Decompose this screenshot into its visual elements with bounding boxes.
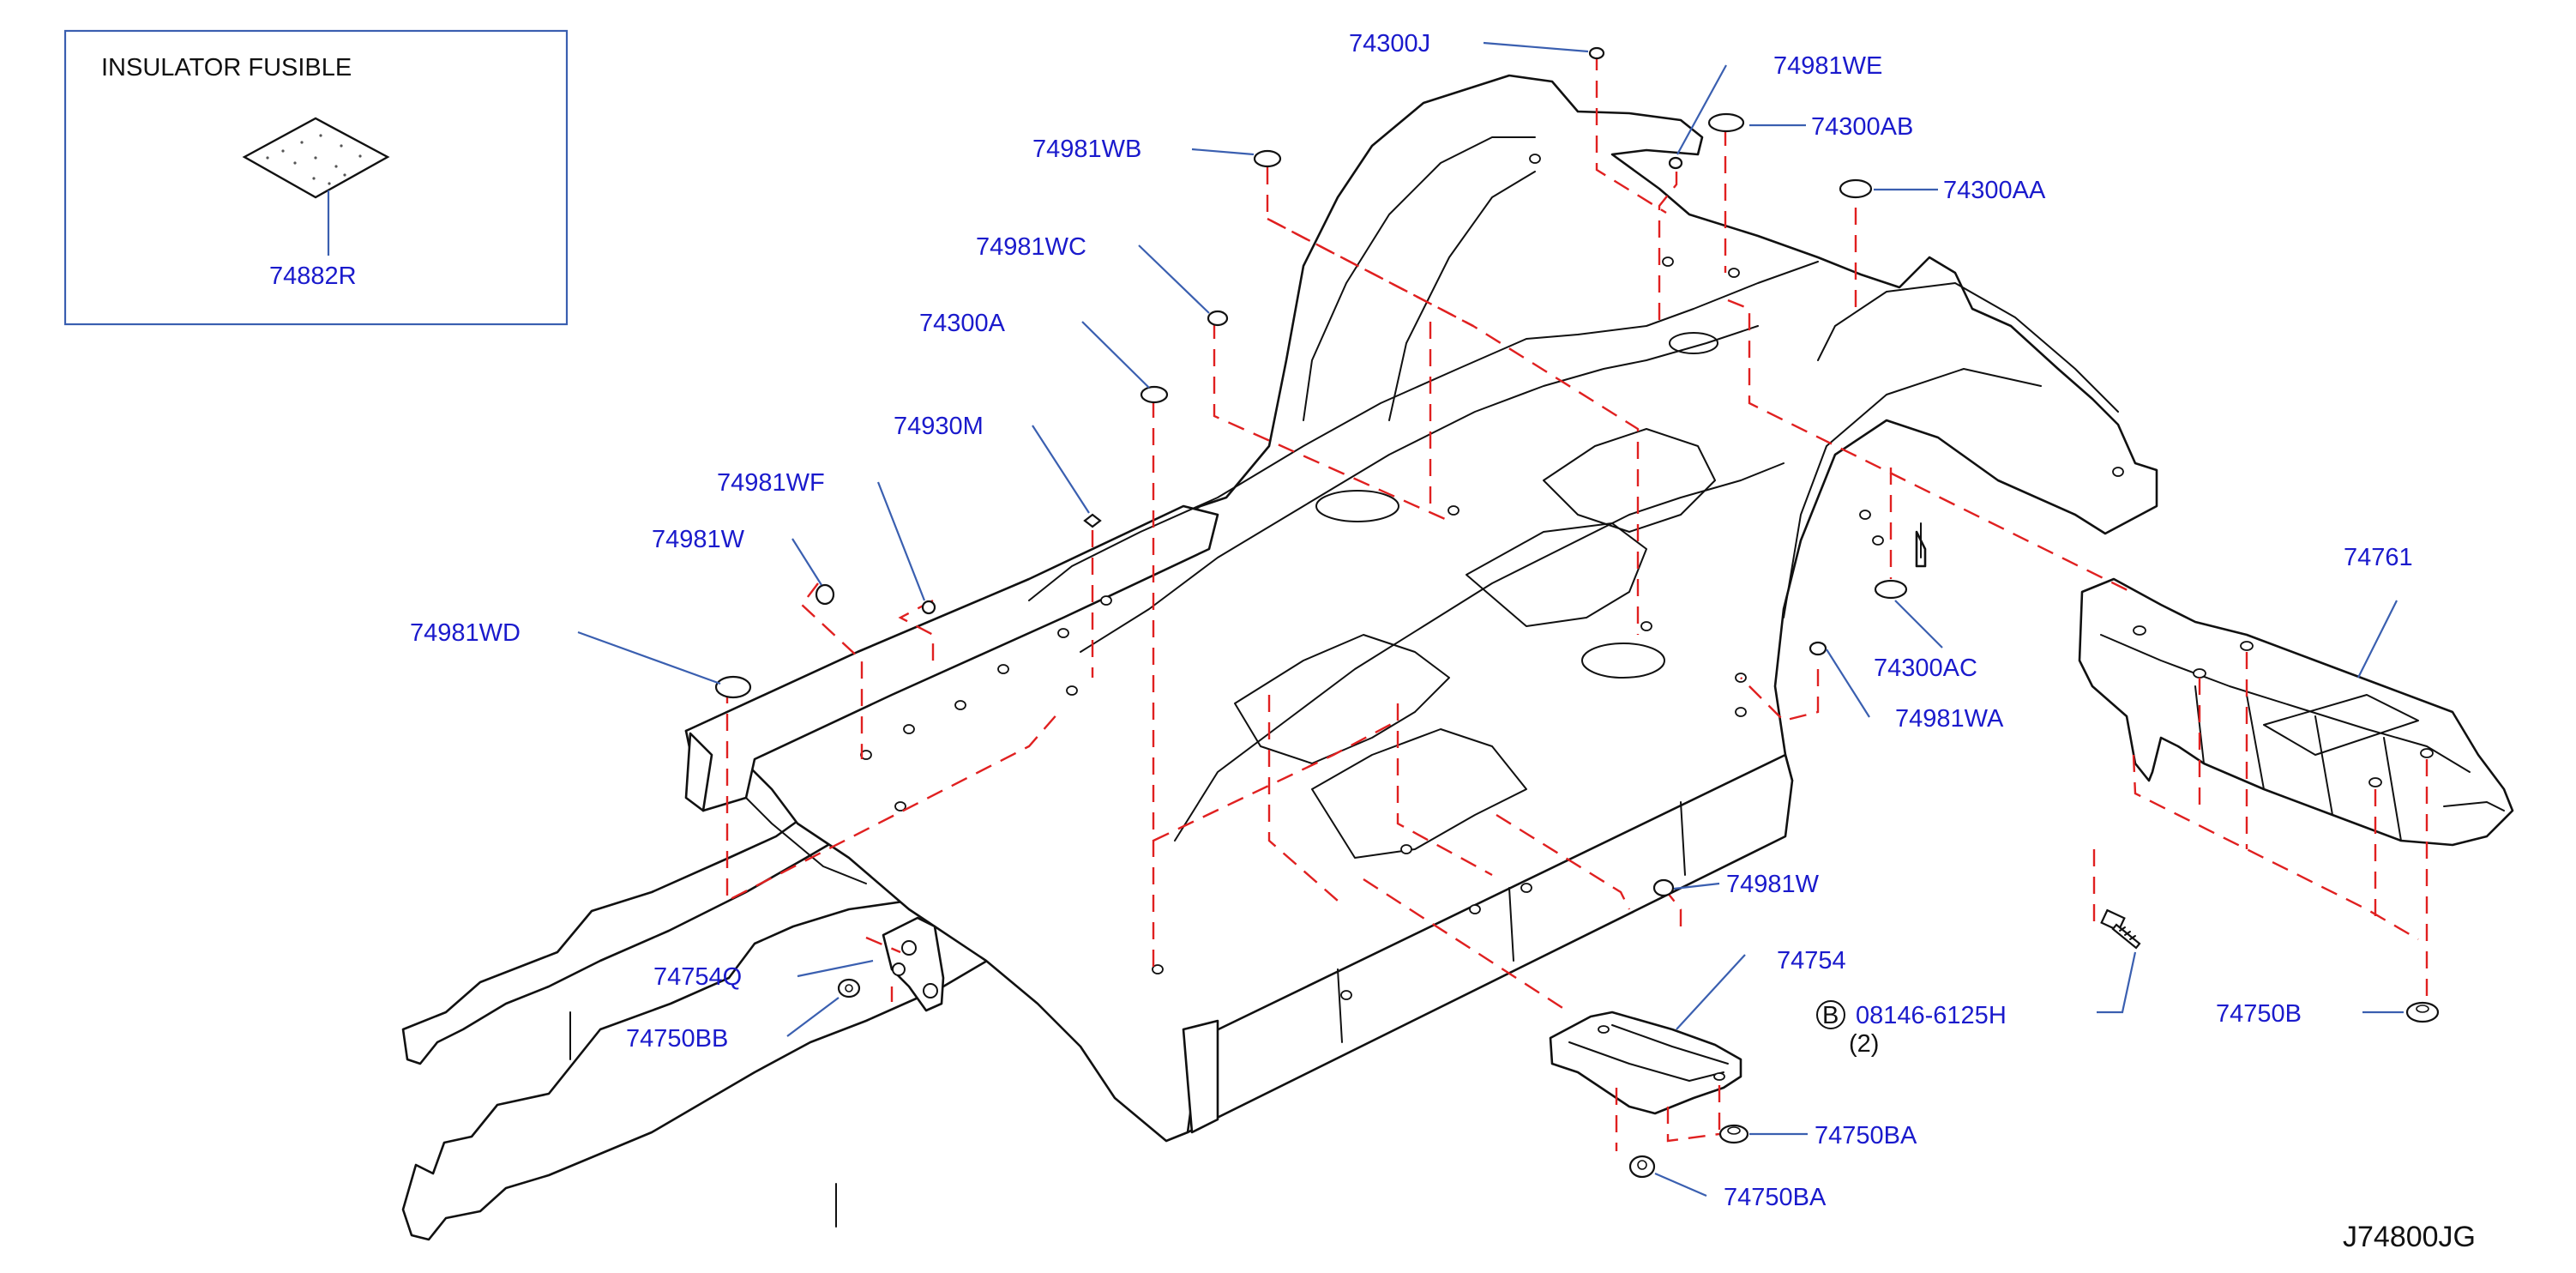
plug-74300A-icon bbox=[1140, 385, 1169, 404]
part-label-74981WC[interactable]: 74981WC bbox=[976, 233, 1086, 261]
vehicle-floor-panel bbox=[401, 74, 2158, 1241]
callout-labels: 74300J 74981WE 74300AB 74981WB 74300AA 7… bbox=[410, 30, 2476, 1253]
bracket-74754Q bbox=[882, 916, 945, 1012]
part-label-74754[interactable]: 74754 bbox=[1777, 947, 1846, 974]
inset-panel: INSULATOR FUSIBLE 74882R bbox=[63, 29, 569, 326]
fusible-insulator-icon bbox=[242, 117, 390, 199]
part-label-74754Q[interactable]: 74754Q bbox=[653, 963, 742, 991]
plug-74981W-top-icon bbox=[815, 583, 835, 606]
inset-title: INSULATOR FUSIBLE bbox=[101, 54, 352, 81]
plug-74930M-icon bbox=[1083, 513, 1102, 528]
part-label-74981W-right[interactable]: 74981W bbox=[1726, 871, 1820, 898]
plug-74981WB-icon bbox=[1253, 149, 1282, 168]
part-label-74300AA[interactable]: 74300AA bbox=[1943, 177, 2046, 204]
part-label-74300J[interactable]: 74300J bbox=[1349, 30, 1430, 57]
plug-74300AA-icon bbox=[1839, 178, 1873, 199]
part-label-74750BA-upper[interactable]: 74750BA bbox=[1815, 1122, 1917, 1149]
clip-74750B-icon bbox=[2405, 1001, 2440, 1023]
plug-74981WC-icon bbox=[1207, 310, 1229, 327]
part-label-74750BA-lower[interactable]: 74750BA bbox=[1724, 1184, 1827, 1211]
part-label-74981WB[interactable]: 74981WB bbox=[1032, 136, 1141, 163]
part-label-08146-6125H[interactable]: 08146-6125H bbox=[1856, 1002, 2007, 1029]
assembly-lines bbox=[725, 53, 2429, 1151]
part-label-74981WD[interactable]: 74981WD bbox=[410, 619, 521, 647]
plug-74300J-icon bbox=[1588, 46, 1605, 60]
part-label-74981W-top[interactable]: 74981W bbox=[652, 526, 745, 553]
plug-74981WF-icon bbox=[921, 600, 936, 615]
under-cover-74761 bbox=[2078, 577, 2514, 847]
part-label-74930M[interactable]: 74930M bbox=[894, 413, 984, 440]
bolt-quantity: (2) bbox=[1849, 1030, 1879, 1058]
plug-74300AB-icon bbox=[1707, 112, 1745, 133]
part-label-74882R[interactable]: 74882R bbox=[269, 262, 357, 290]
plug-74981WE-icon bbox=[1668, 156, 1683, 170]
clip-74750BA-upper-icon bbox=[1718, 1124, 1749, 1144]
clip-74750BB-icon bbox=[837, 978, 861, 998]
diagram-code: J74800JG bbox=[2343, 1221, 2476, 1253]
part-label-74761[interactable]: 74761 bbox=[2344, 544, 2413, 571]
part-label-74750B[interactable]: 74750B bbox=[2216, 1000, 2302, 1028]
bolt-marker[interactable]: B 08146-6125H (2) bbox=[1816, 1000, 2007, 1058]
plug-74981WD-icon bbox=[714, 675, 752, 699]
part-label-74981WE[interactable]: 74981WE bbox=[1773, 52, 1882, 80]
part-label-74750BB[interactable]: 74750BB bbox=[626, 1025, 728, 1053]
bolt-08146-6125H-icon bbox=[2100, 908, 2141, 950]
bolt-marker-symbol: B bbox=[1822, 1002, 1839, 1029]
part-label-74981WF[interactable]: 74981WF bbox=[717, 469, 825, 497]
plug-74300AC-icon bbox=[1874, 579, 1908, 600]
plug-74981W-right-icon bbox=[1652, 878, 1675, 897]
part-label-74981WA[interactable]: 74981WA bbox=[1895, 705, 2004, 733]
part-label-74300AC[interactable]: 74300AC bbox=[1874, 655, 1977, 682]
clip-74750BA-lower-icon bbox=[1628, 1155, 1656, 1179]
plugs bbox=[714, 46, 2440, 1179]
plug-74981WA-icon bbox=[1809, 641, 1827, 656]
part-label-74300A[interactable]: 74300A bbox=[919, 310, 1006, 337]
leader-lines bbox=[577, 41, 2404, 1198]
part-label-74300AB[interactable]: 74300AB bbox=[1811, 113, 1913, 141]
under-cover-74754 bbox=[1549, 1011, 1742, 1115]
